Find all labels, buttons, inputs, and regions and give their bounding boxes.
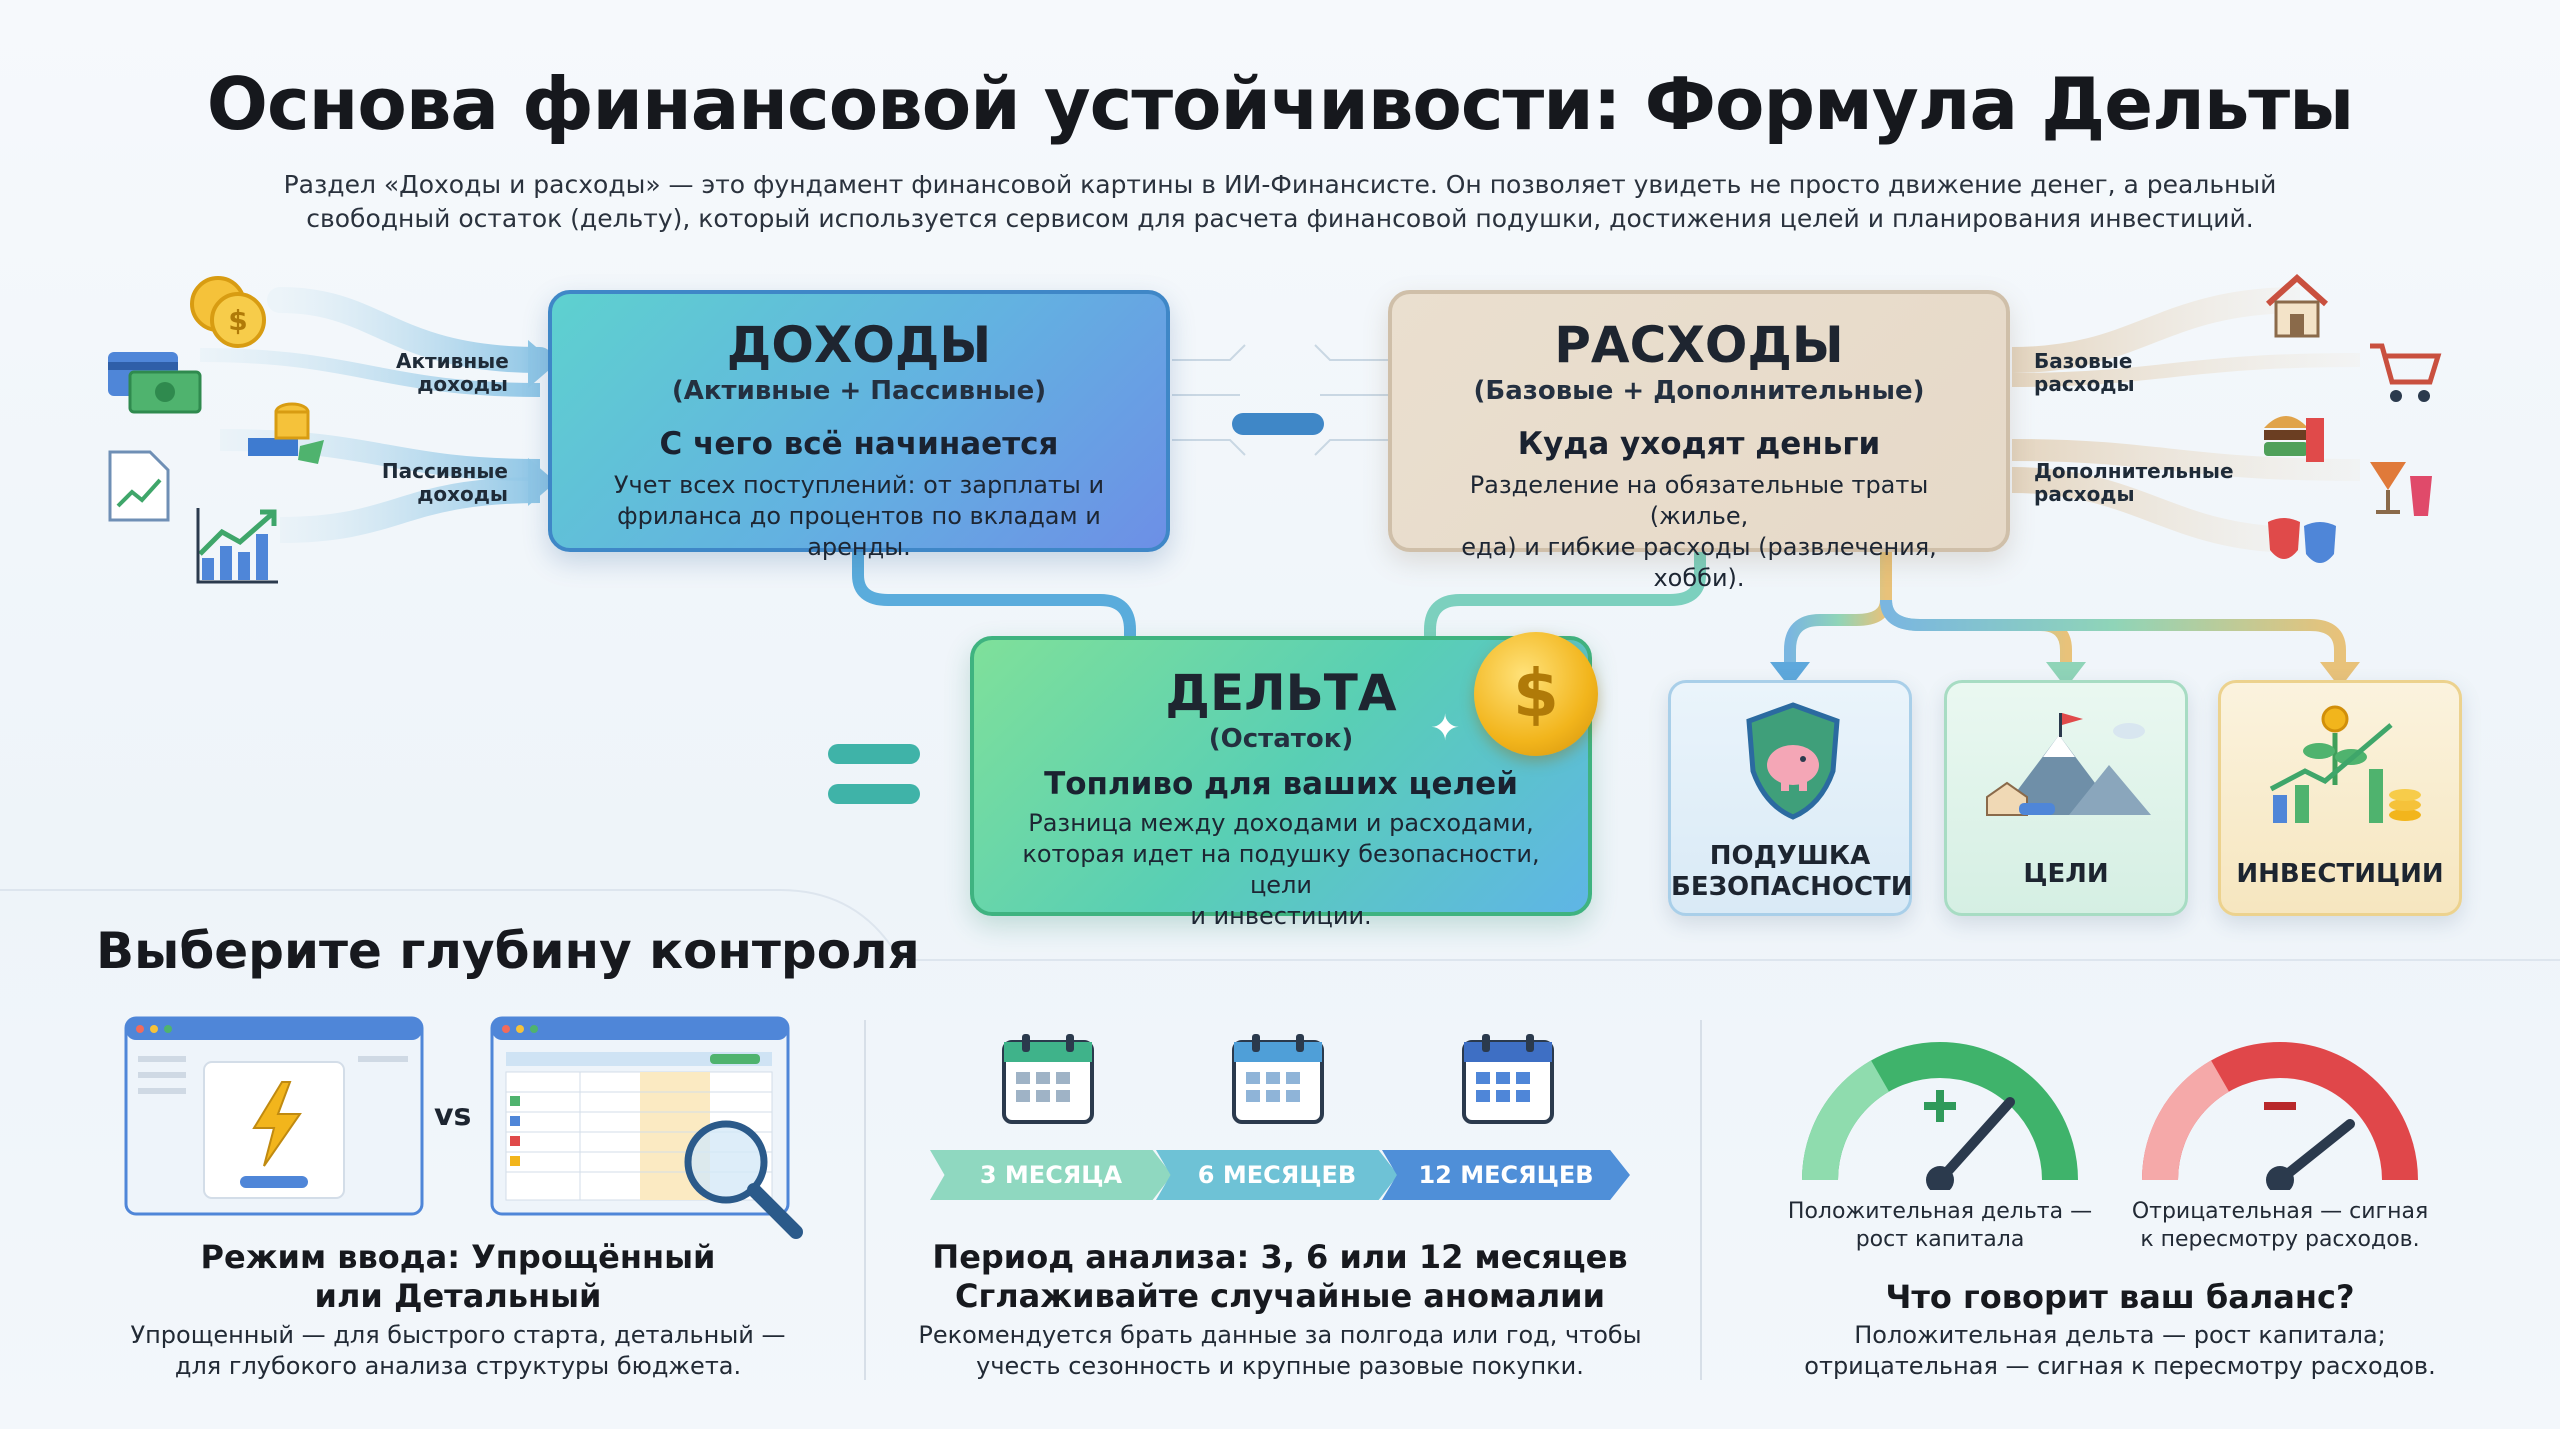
investment-growth-icon [2265,705,2425,835]
delta-text: Разница между доходами и расходами, кото… [1022,809,1540,930]
calendar-icon-6 [1230,1030,1330,1134]
dollar-coin-icon: $ [1474,632,1598,756]
positive-gauge-caption: Положительная дельта — рост капитала [1787,1199,2093,1252]
flow-label-passive: Пассивные доходы [381,459,508,506]
arrow-cushion [1770,662,1810,688]
outcome-cushion-card: ПОДУШКА БЕЗОПАСНОСТИ [1668,680,1913,916]
expense-heading: Куда уходят деньги [1517,426,1881,462]
calendar-icon-3 [1000,1030,1100,1134]
expense-text: Разделение на обязательные траты (жилье,… [1461,471,1937,592]
flow-ribbon-base [2011,287,2301,373]
mode-text: Упрощенный — для быстрого старта, деталь… [130,1321,786,1380]
balance-text: Положительная дельта — рост капитала; от… [1804,1321,2436,1380]
section-divider [0,889,2560,961]
negative-gauge-icon [2140,1040,2420,1194]
delta-heading: Топливо для ваших целей [1044,766,1518,802]
column-separator [864,1020,866,1380]
equals-sign-top [828,744,920,764]
period-step-6[interactable]: 6 МЕСЯЦЕВ [1156,1150,1398,1200]
period-step-12[interactable]: 12 МЕСЯЦЕВ [1382,1150,1630,1200]
minus-sign [1232,413,1324,435]
period-title: Период анализа: 3, 6 или 12 месяцев Сгла… [932,1238,1628,1315]
section-title-control: Выберите глубину контроля [96,922,920,980]
food-icon [2258,398,2330,472]
outcome-goals-card: ЦЕЛИ [1944,680,2188,916]
flow-ribbon-base-2 [2011,353,2361,387]
simple-mode-window-icon [124,1016,424,1220]
flow-ribbon-extra [2011,439,2361,481]
mode-title: Режим ввода: Упрощённый или Детальный [200,1238,716,1315]
delta-subtitle: (Остаток) [1208,724,1354,754]
equals-sign-bottom [828,784,920,804]
calendar-icon-12 [1460,1030,1560,1134]
page-subtitle: Раздел «Доходы и расходы» — это фундамен… [283,170,2277,233]
expense-title: РАСХОДЫ [1554,316,1844,374]
flow-arrow-active [528,340,556,388]
outcome-investments-card: ИНВЕСТИЦИИ [2218,680,2462,916]
column-separator [1700,1020,1702,1380]
delta-title: ДЕЛЬТА [1165,664,1397,722]
flow-ribbon-active [267,287,553,373]
arrow-goals [2046,662,2086,688]
shield-piggy-icon [1741,701,1845,825]
versus-label: vs [434,1098,472,1133]
period-step-3[interactable]: 3 МЕСЯЦА [930,1150,1172,1200]
growth-chart-icon [194,506,280,590]
shopping-cart-icon [2366,338,2442,412]
outcome-investments-label: ИНВЕСТИЦИИ [2236,859,2444,889]
period-text: Рекомендуется брать данные за полгода ил… [918,1321,1642,1380]
flow-label-base: Базовые расходы [2034,349,2135,396]
income-text: Учет всех поступлений: от зарплаты и фри… [613,471,1105,561]
balance-title: Что говорит ваш баланс? [1885,1278,2355,1316]
income-title: ДОХОДЫ [726,316,992,374]
document-chart-icon [104,448,174,528]
expense-card: РАСХОДЫ (Базовые + Дополнительные) Куда … [1388,290,2010,592]
income-heading: С чего всё начинается [659,426,1059,462]
mountain-goal-icon [1979,705,2159,829]
house-icon [2262,272,2332,346]
flow-ribbon-passive-2 [279,477,541,543]
connector-expense-delta [1424,552,1706,640]
flow-ribbon-extra-2 [2011,467,2301,553]
flow-label-active: Активные доходы [396,349,509,396]
expense-subtitle: (Базовые + Дополнительные) [1473,376,1925,406]
sparkle-icon: ✦ [1430,708,1461,749]
income-card: ДОХОДЫ (Активные + Пассивные) С чего всё… [548,290,1170,561]
cocktail-icon [2362,446,2438,526]
positive-gauge-icon [1800,1040,2080,1194]
page-title: Основа финансовой устойчивости: Формула … [206,62,2354,146]
outcome-cushion-label: ПОДУШКА БЕЗОПАСНОСТИ [1671,841,1913,902]
period-timeline: 3 МЕСЯЦА 6 МЕСЯЦЕВ 12 МЕСЯЦЕВ [930,1150,1630,1200]
coins-icon: $ [184,272,268,356]
cards-and-cash-icon [104,350,204,424]
negative-gauge-caption: Отрицательная — сигная к пересмотру расх… [2131,1199,2429,1252]
flow-ribbon-active-2 [199,348,541,397]
svg-text:$: $ [228,304,247,337]
connector-income-delta [852,552,1136,640]
outcome-goals-label: ЦЕЛИ [2023,859,2109,889]
circuit-lines [1172,344,1388,456]
flow-label-extra: Дополнительные расходы [2034,459,2234,506]
detailed-mode-window-icon [490,1016,816,1250]
coin-stack-icon [240,390,330,474]
theater-masks-icon [2264,512,2344,582]
income-subtitle: (Активные + Пассивные) [671,376,1047,406]
flow-arrow-passive [528,458,556,506]
arrow-invest [2320,662,2360,688]
